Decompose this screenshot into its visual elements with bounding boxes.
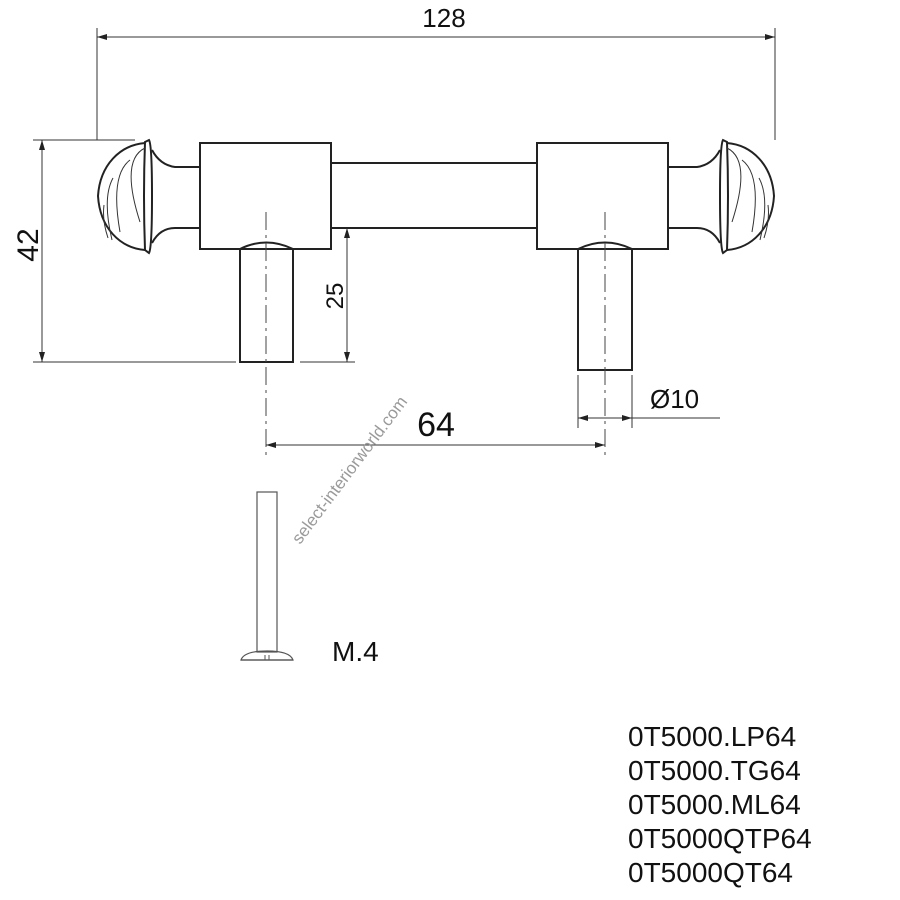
screw-label: M.4 <box>332 636 379 667</box>
dimension-center-distance: 64 <box>266 406 605 448</box>
dimension-overall-length: 128 <box>96 3 776 140</box>
product-code: 0T5000QT64 <box>628 857 793 888</box>
dimension-post-height: 25 <box>300 228 355 363</box>
dim-42-label: 42 <box>12 228 45 261</box>
product-code: 0T5000.LP64 <box>628 721 796 752</box>
watermark: select-interiorworld.com <box>288 393 411 548</box>
dim-128-label: 128 <box>422 3 465 33</box>
product-codes: 0T5000.LP64 0T5000.TG64 0T5000.ML64 0T50… <box>628 721 812 888</box>
product-code: 0T5000.TG64 <box>628 755 801 786</box>
dim-diameter-label: Ø10 <box>650 384 699 414</box>
dimension-post-diameter: Ø10 <box>577 375 720 428</box>
handle-front-view <box>96 138 776 455</box>
dim-25-label: 25 <box>322 283 349 310</box>
dimension-height: 42 <box>12 139 236 363</box>
product-code: 0T5000.ML64 <box>628 789 801 820</box>
screw-drawing: M.4 <box>240 491 379 667</box>
dim-64-label: 64 <box>417 406 455 444</box>
product-code: 0T5000QTP64 <box>628 823 812 854</box>
